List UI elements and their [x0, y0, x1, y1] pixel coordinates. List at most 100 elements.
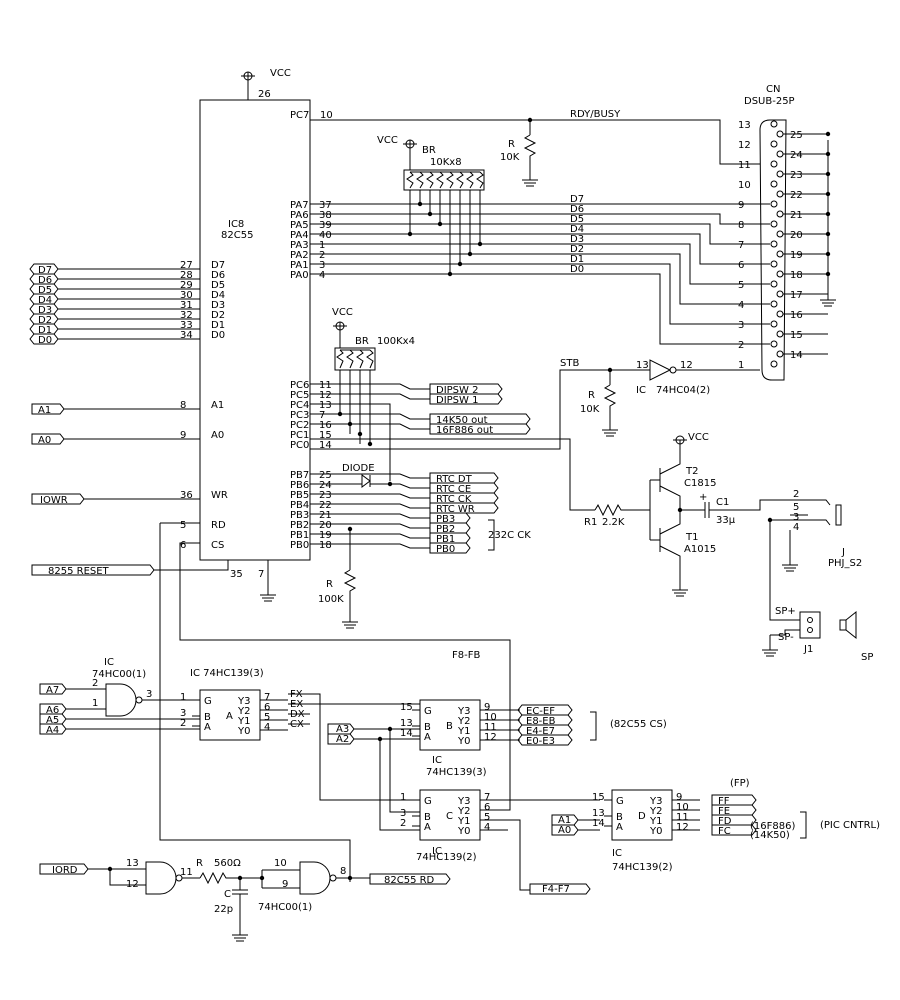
decoder-in-pin: 3	[180, 708, 186, 719]
ic8-pin-num: 40	[319, 230, 332, 241]
decoder-in-pin: 13	[592, 808, 605, 819]
decoder-out-pin: 12	[676, 822, 689, 833]
decoder-out-name: Y2	[237, 706, 250, 717]
decoder-in-pin: 15	[400, 702, 413, 713]
jack-pin-4: 4	[793, 522, 799, 533]
decoder-out-pin: 7	[264, 692, 270, 703]
decoder-out-pin: 5	[264, 712, 270, 723]
ic8-pin-num: 32	[180, 310, 193, 321]
ic8-pin-name: PC4	[290, 400, 309, 411]
input-a7: A7	[39, 683, 106, 696]
c1-val: 33μ	[716, 515, 736, 526]
ground-icon	[672, 589, 688, 597]
ic8-pin-num: 3	[319, 260, 325, 271]
audio-stage: R1 2.2K VCC T2 C1815 T1 A1015 + C1 33μ	[310, 432, 808, 621]
ic8-part: 82C55	[221, 230, 253, 241]
input-a1-label: A1	[38, 405, 51, 416]
group-brackets: (82C55 CS) (PIC CNTRL) (16F886) (14K50) …	[488, 519, 880, 841]
data-net-label: D0	[570, 264, 584, 275]
pb-out-flag: RTC CK	[436, 494, 472, 505]
nand-gate-1: IC 74HC00(1) 2 1 3	[92, 657, 200, 717]
svg-text:+: +	[699, 492, 707, 503]
ic8-pin-num: 21	[319, 510, 332, 521]
ic8-pin-name: PA4	[290, 230, 309, 241]
ic8-pin-name: D6	[211, 270, 225, 281]
connector-pin: 18	[790, 270, 803, 281]
data-net-label: D1	[570, 254, 584, 265]
jack-pin-2: 2	[793, 489, 799, 500]
c1-ref: C1	[716, 497, 729, 508]
br1-vcc: VCC	[377, 135, 398, 146]
ic8-pin-name: D4	[211, 290, 225, 301]
connector-pin: 14	[790, 350, 803, 361]
connector-pin: 1	[738, 360, 744, 371]
connector-pin: 4	[738, 300, 744, 311]
ic8-pin-num: 33	[180, 320, 193, 331]
ic8-pin-name: A0	[211, 430, 224, 441]
inv-pin-in: 13	[636, 360, 649, 371]
ic8-pin-name: D1	[211, 320, 225, 331]
decoder-in-pin: 1	[400, 792, 406, 803]
ic8-pin-name: PB2	[290, 520, 309, 531]
ic8-pin-name: RD	[211, 520, 226, 531]
br-10kx8: BR 10Kx8 VCC	[377, 135, 485, 191]
ic8-pin-name: PA3	[290, 240, 309, 251]
diode-label: DIODE	[342, 463, 375, 474]
ic8-pin-name: D2	[211, 310, 225, 321]
decoder-b-part: 74HC139(3)	[426, 767, 487, 778]
rd-pin8: 8	[340, 866, 346, 877]
decoder-out-name: Y0	[457, 826, 470, 837]
ic8-pin-name: PA5	[290, 220, 309, 231]
ic8-pin-num: 15	[319, 430, 332, 441]
connector-pin: 20	[790, 230, 803, 241]
ground-icon	[260, 594, 276, 602]
connector-pin: 9	[738, 200, 744, 211]
ic8-pin-num: 29	[180, 280, 193, 291]
rs232-label: 232C CK	[488, 530, 531, 541]
r-pb: R 100K	[318, 526, 358, 629]
br1-ref: BR	[422, 145, 436, 156]
decoder-out-name: Y1	[649, 816, 662, 827]
rd-pin12: 12	[126, 879, 139, 890]
decoder-d-ic: IC	[612, 848, 622, 859]
pb-out-flag: PB2	[436, 524, 455, 535]
ic8-pin-num: 1	[319, 240, 325, 251]
connector-pin: 10	[738, 180, 751, 191]
decoder-in-pin: 2	[180, 718, 186, 729]
ic8-pin-name: PA1	[290, 260, 309, 271]
f4f7-label: F4-F7	[542, 884, 570, 895]
inverter-icon	[649, 359, 672, 381]
rd-cap: C	[224, 889, 231, 900]
decoder-in-pin: 3	[400, 808, 406, 819]
input-reset: 8255 RESET	[31, 560, 229, 577]
ic8-pin-name: PA6	[290, 210, 309, 221]
ic8-pin-num: 20	[319, 520, 332, 531]
rdy-busy-label: RDY/BUSY	[570, 109, 621, 120]
data-net-label: D4	[570, 224, 584, 235]
connector-pin: 11	[738, 160, 751, 171]
input-a0: A0	[31, 433, 200, 446]
data-net-label: D3	[570, 234, 584, 245]
input-a0b-label: A0	[558, 825, 571, 836]
decoder-out-pin: 9	[484, 702, 490, 713]
decoder-in-pin: 15	[592, 792, 605, 803]
sp-plus: SP+	[775, 606, 796, 617]
decoder-out-pin: 6	[484, 802, 490, 813]
pic-label: (PIC CNTRL)	[820, 820, 880, 831]
connector-pin: 19	[790, 250, 803, 261]
bus-flag-d2: D2	[38, 315, 52, 326]
connector-pin: 17	[790, 290, 803, 301]
ic8-pin-name: PB3	[290, 510, 309, 521]
decoder-out-name: Y0	[649, 826, 662, 837]
sp-label: SP	[861, 652, 873, 663]
input-a2-label: A2	[336, 734, 349, 745]
decoder-in-name: G	[424, 706, 432, 717]
jack-pin-5: 5	[793, 502, 799, 513]
ic8-pin-num: 36	[180, 490, 193, 501]
decoder-out-name: Y3	[649, 796, 662, 807]
decoder-out-pin: 12	[484, 732, 497, 743]
decoder-out-name: Y2	[457, 716, 470, 727]
